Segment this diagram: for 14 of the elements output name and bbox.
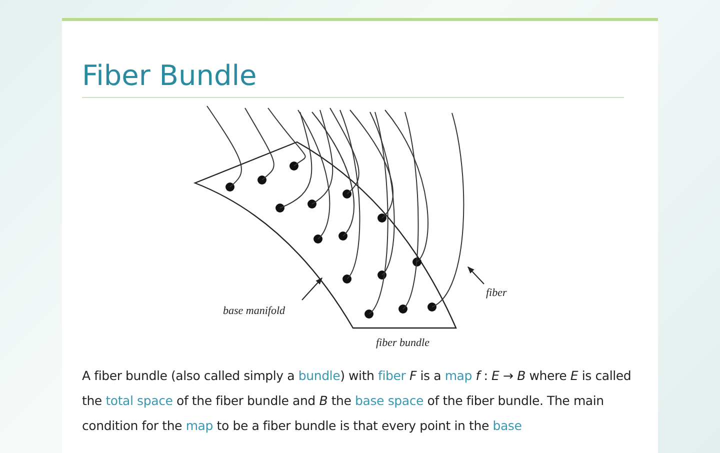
text-link: base space — [355, 393, 424, 408]
paragraph: A fiber bundle (also called simply a bundle) with fiber F is a map f : E → B where E is called the total space of the fiber bundle and B the base space of the fiber bundle. The main condition for the map to be a fiber bundle is that every point in the base — [82, 367, 632, 435]
diagram-label: base manifold — [223, 305, 286, 317]
text-link: total space — [106, 393, 173, 408]
text-link: map — [444, 368, 472, 383]
text-link: map — [186, 418, 213, 433]
leader-line — [302, 277, 322, 300]
text-link: fiber — [378, 368, 406, 383]
leader-line — [468, 266, 484, 284]
page-title: Fiber Bundle — [82, 59, 257, 92]
text-link: bundle — [298, 368, 340, 383]
diagram-label: fiber — [486, 287, 507, 299]
figure-label: fiber bundle — [376, 337, 430, 349]
text-link: base — [492, 418, 522, 433]
